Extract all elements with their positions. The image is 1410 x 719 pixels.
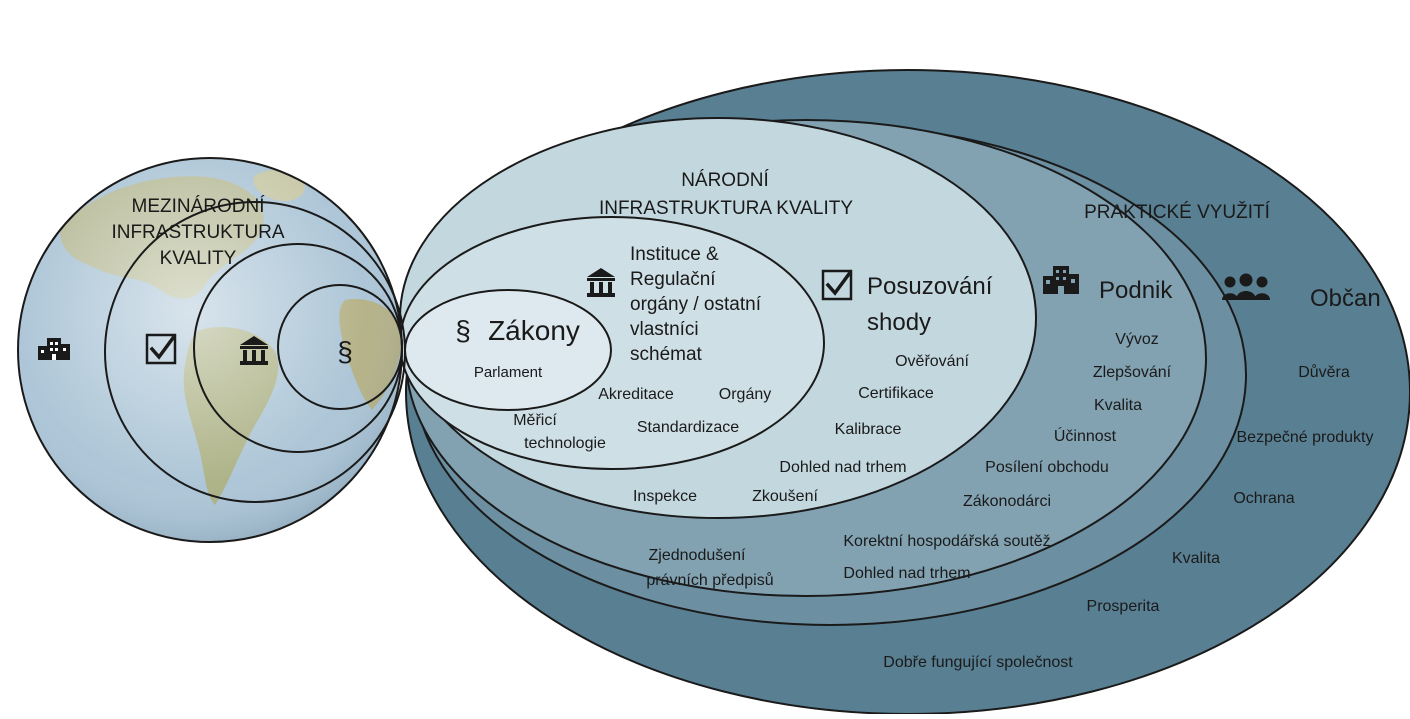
calibration-label: Kalibrace (835, 421, 902, 438)
institutions-line-2: Regulační (630, 269, 716, 290)
laws-symbol: § (455, 315, 471, 346)
citizen-item-quality: Kvalita (1172, 550, 1220, 567)
paragraph-icon: § (337, 336, 353, 367)
institutions-line-1: Instituce & (630, 244, 719, 265)
laws-label: Zákony (488, 315, 580, 346)
citizen-people-icon (1222, 273, 1270, 300)
society-label: Dobře fungující společnost (883, 654, 1073, 671)
citizen-item-safe-products: Bezpečné produkty (1237, 429, 1374, 446)
globe (17, 157, 403, 543)
market-surveillance-label: Dohled nad trhem (779, 459, 906, 476)
checkbox-icon (145, 333, 177, 365)
business-item-improvement: Zlepšování (1093, 364, 1172, 381)
institutions-line-3: orgány / ostatní (630, 294, 762, 315)
intl-title-line-3: KVALITY (160, 248, 237, 269)
national-title-line-2: INFRASTRUKTURA KVALITY (599, 198, 853, 219)
inspection-label: Inspekce (633, 488, 697, 505)
metrology-label-1: Měřicí (513, 412, 557, 429)
testing-label: Zkoušení (752, 488, 818, 505)
simplification-label-1: Zjednodušení (649, 547, 747, 564)
metrology-label-2: technologie (524, 435, 606, 452)
intl-ring-building (104, 201, 406, 503)
outer-market-surveillance-label: Dohled nad trhem (843, 565, 970, 582)
business-item-quality: Kvalita (1094, 397, 1142, 414)
certification-label: Certifikace (858, 385, 934, 402)
simplification-label-2: právních předpisů (646, 571, 773, 589)
checkbox-icon-national (821, 269, 853, 301)
conformity-line-2: shody (867, 309, 931, 336)
building-icon (38, 338, 70, 360)
laws-sub: Parlament (474, 364, 543, 381)
business-item-trade: Posílení obchodu (985, 459, 1109, 476)
accreditation-label: Akreditace (598, 386, 674, 403)
conformity-line-1: Posuzování (867, 273, 993, 300)
fair-competition-label: Korektní hospodářská soutěž (843, 533, 1050, 550)
verification-label: Ověřování (895, 353, 969, 370)
laws-ellipse (404, 289, 612, 411)
institutions-line-5: schémat (630, 344, 703, 365)
citizen-item-prosperity: Prosperita (1087, 598, 1160, 615)
intl-title-line-2: INFRASTRUKTURA (111, 222, 284, 243)
standardization-label: Standardizace (637, 419, 739, 436)
citizen-label: Občan (1310, 285, 1381, 312)
institution-icon-national (587, 268, 615, 297)
institutions-line-4: vlastníci (630, 319, 699, 340)
citizen-item-protection: Ochrana (1233, 490, 1294, 507)
business-item-export: Vývoz (1115, 331, 1159, 348)
intl-title-line-1: MEZINÁRODNÍ (132, 196, 266, 217)
institution-icon (240, 336, 268, 365)
business-item-efficiency: Účinnost (1054, 426, 1117, 445)
business-item-legislators: Zákonodárci (963, 493, 1051, 510)
bodies-label: Orgány (719, 386, 771, 403)
business-building-icon (1043, 266, 1079, 294)
practical-title: PRAKTICKÉ VYUŽITÍ (1084, 201, 1271, 223)
national-title-line-1: NÁRODNÍ (681, 170, 769, 191)
intl-ring-institution (277, 284, 403, 410)
citizen-item-trust: Důvěra (1298, 363, 1350, 381)
business-label: Podnik (1099, 277, 1173, 304)
